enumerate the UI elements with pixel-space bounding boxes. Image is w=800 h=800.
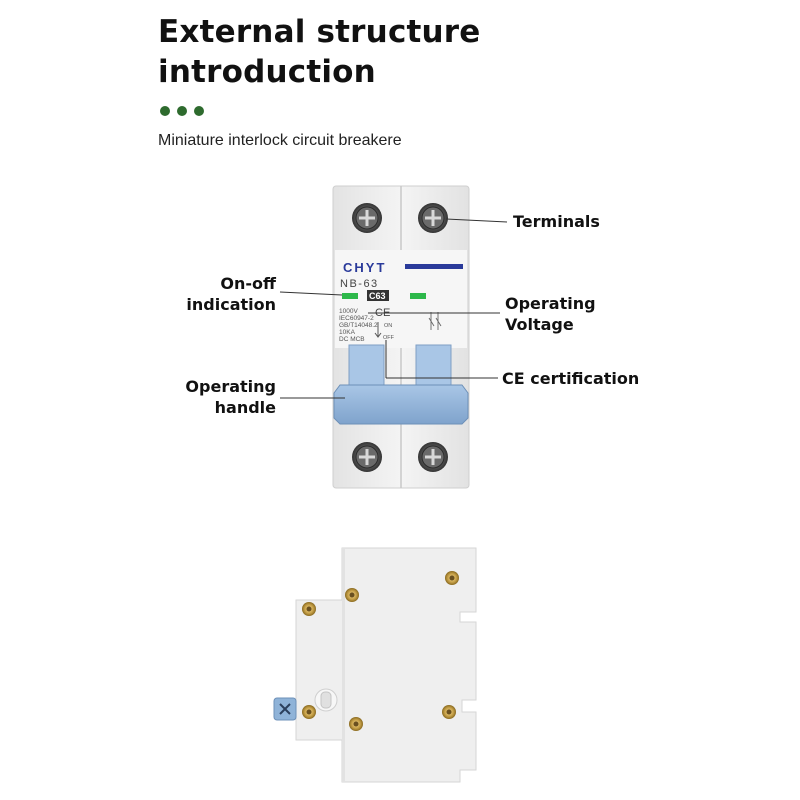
leader-lines: [279, 218, 508, 399]
title-line-1: External structure: [158, 14, 481, 50]
indicator-window-right: [410, 293, 426, 299]
label-voltage-line-2: Voltage: [505, 315, 574, 334]
toggle-lever-left[interactable]: [348, 344, 385, 388]
decorative-dots: [160, 106, 204, 116]
breaker-front: CHYT NB-63 C63 1000V IEC60947-2 GB/T1404…: [332, 185, 470, 489]
dot-icon: [177, 106, 187, 116]
model-label: NB-63: [340, 278, 379, 290]
rivet-icon: [302, 602, 316, 616]
label-onoff-line-2: indication: [186, 295, 276, 314]
spec-line-4: 10KA: [339, 329, 356, 336]
label-ce-certification: CE certification: [502, 369, 640, 388]
handle-stub-icon: [273, 697, 297, 721]
label-operating-handle: Operating handle: [176, 376, 276, 418]
subtitle: Miniature interlock circuit breakere: [158, 132, 402, 149]
label-handle-line-2: handle: [214, 398, 276, 417]
spec-line-1: 1000V: [339, 308, 358, 315]
dot-icon: [160, 106, 170, 116]
terminal-screw-icon: [418, 203, 448, 233]
rivet-icon: [345, 588, 359, 602]
label-handle-line-1: Operating: [185, 377, 276, 396]
toggle-lever-right[interactable]: [415, 344, 452, 388]
label-onoff-line-1: On-off: [220, 274, 276, 293]
operating-handle[interactable]: [333, 384, 469, 425]
rivet-icon: [442, 705, 456, 719]
label-voltage-line-1: Operating: [505, 294, 596, 313]
terminal-screw-icon: [418, 442, 448, 472]
brand-stripe: [405, 264, 463, 269]
spec-line-3: GB/T14048.2: [339, 322, 378, 329]
indicator-window-left: [342, 293, 358, 299]
dot-icon: [194, 106, 204, 116]
breaker-side: [273, 547, 477, 783]
rivet-icon: [302, 705, 316, 719]
label-onoff-indication: On-off indication: [176, 273, 276, 315]
label-operating-voltage: Operating Voltage: [505, 293, 596, 335]
rating-badge: [367, 290, 389, 301]
spec-line-5: DC MCB: [339, 336, 365, 343]
page-title: External structure introduction: [158, 12, 481, 92]
spec-line-2: IEC60947-2: [339, 315, 374, 322]
label-terminals: Terminals: [513, 212, 600, 231]
terminal-screw-icon: [352, 203, 382, 233]
on-text: ON: [384, 323, 392, 329]
arrow-down-icon: [374, 322, 382, 338]
rivet-icon: [349, 717, 363, 731]
off-text: OFF: [383, 335, 395, 341]
brand-logo: CHYT: [343, 260, 386, 275]
title-line-2: introduction: [158, 54, 376, 90]
rating-label: C63: [369, 291, 386, 301]
side-button-icon: [314, 688, 338, 712]
terminal-screw-icon: [352, 442, 382, 472]
circuit-symbol-icon: [428, 312, 442, 330]
rivet-icon: [445, 571, 459, 585]
